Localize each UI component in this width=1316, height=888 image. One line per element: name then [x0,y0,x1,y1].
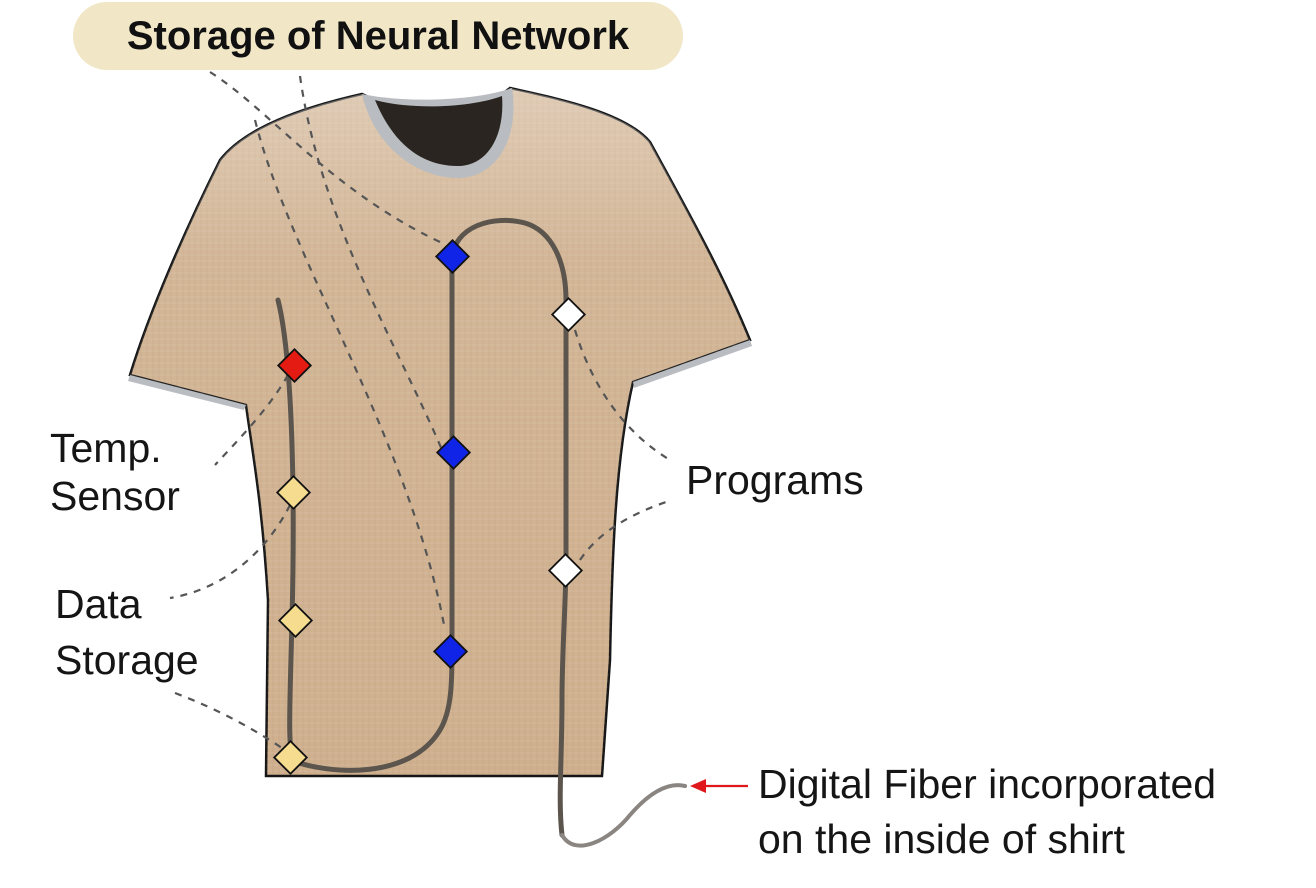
title-pill: Storage of Neural Network [73,2,683,70]
program-node-lower [547,552,584,589]
program-node-upper [550,296,587,333]
digital-fiber-label-line-1: Digital Fiber incorporated [758,761,1217,807]
fiber-tail-outside [560,783,687,848]
shirt-collar-opening [375,96,503,166]
neural-network-node-top [434,238,471,275]
nodes [272,238,587,776]
right-sleeve-cuff [633,340,752,388]
leader-temp-sensor [214,374,289,466]
leader-programs-lower [579,498,673,561]
temp-sensor-node [276,347,313,384]
data-storage-label: Data Storage [55,580,199,685]
temp-sensor-label-line-1: Temp. [50,425,162,471]
leader-title-to-middle-node [298,75,444,451]
leader-data-storage-upper [169,504,291,600]
leader-data-storage-lower [174,691,283,749]
fiber-arrow [690,779,748,793]
t-shirt [128,86,752,778]
diagram-title: Storage of Neural Network [126,13,630,58]
leader-title-to-bottom-node [253,119,447,631]
fiber-arrow-head [690,779,706,793]
digital-fiber-label: Digital Fiber incorporated on the inside… [758,757,1216,868]
data-storage-node-2 [277,602,314,639]
neural-network-node-middle [435,434,472,471]
digital-fiber-label-line-2: on the inside of shirt [758,816,1125,863]
left-sleeve-cuff [128,375,246,410]
programs-label: Programs [686,457,864,503]
temp-sensor-label: Temp. Sensor [50,424,180,521]
data-storage-node-3 [272,739,309,776]
temp-sensor-label-line-2: Sensor [50,473,180,520]
neural-network-node-bottom [432,633,469,670]
data-storage-label-line-1: Data [55,581,142,627]
leader-lines [169,71,673,749]
shirt-shoulder-highlight [130,88,750,776]
leader-title-to-top-node [209,71,441,243]
leader-programs-upper [573,329,671,461]
data-storage-label-line-2: Storage [55,637,199,684]
fiber-main-loop [287,217,569,838]
data-storage-node-1 [275,474,312,511]
